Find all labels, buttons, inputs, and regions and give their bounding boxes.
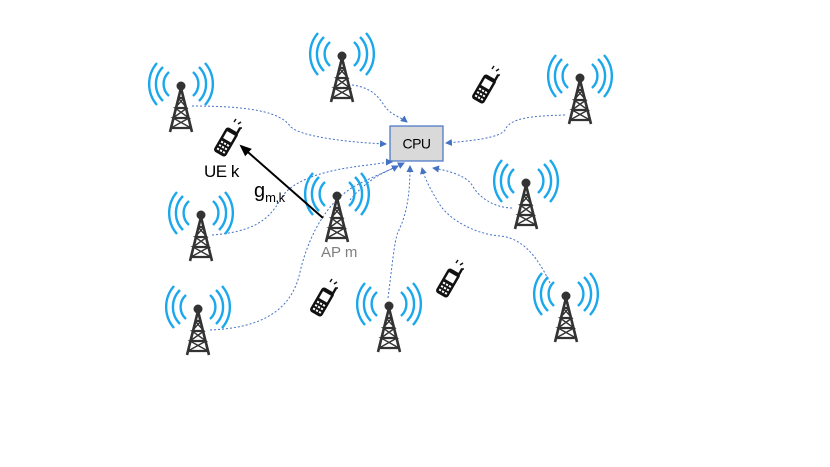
- antenna-tower-icon: [492, 158, 560, 231]
- channel-gain-label: gm,k: [254, 180, 286, 205]
- access-points: [147, 31, 614, 357]
- mobile-phone-icon: [308, 278, 339, 319]
- link-ap-top-left: [191, 105, 387, 148]
- antenna-tower-icon: [164, 284, 232, 357]
- antenna-tower-icon: [303, 171, 371, 244]
- link-ap-m: [349, 162, 405, 201]
- mobile-phone-icon: [470, 65, 501, 106]
- antenna-tower-icon: [532, 271, 600, 344]
- mobile-phone-icon: [212, 118, 243, 159]
- channel-arrow: [239, 144, 324, 219]
- cpu-node: CPU: [389, 125, 444, 162]
- link-ap-top-center: [351, 84, 408, 123]
- ap-label: AP m: [321, 244, 357, 261]
- mobile-phone-icon: [434, 259, 465, 300]
- cpu-label: CPU: [402, 136, 430, 152]
- channel-gain-subscript: m,k: [265, 190, 285, 205]
- antenna-tower-icon: [546, 53, 614, 126]
- link-ap-top-right: [445, 114, 566, 146]
- antenna-tower-icon: [167, 190, 235, 263]
- link-ap-bottom-center: [387, 165, 414, 299]
- antenna-tower-icon: [147, 61, 215, 134]
- cpu-box: [389, 125, 444, 162]
- link-ap-right-mid: [432, 165, 513, 209]
- link-ap-left-mid: [211, 158, 393, 236]
- ue-label: UE k: [204, 162, 240, 181]
- link-ap-bottom-left: [209, 165, 399, 331]
- fronthaul-links: [191, 84, 566, 331]
- link-ap-bottom-right: [420, 167, 551, 284]
- antenna-tower-icon: [308, 31, 376, 104]
- channel-gain-base: g: [254, 180, 265, 202]
